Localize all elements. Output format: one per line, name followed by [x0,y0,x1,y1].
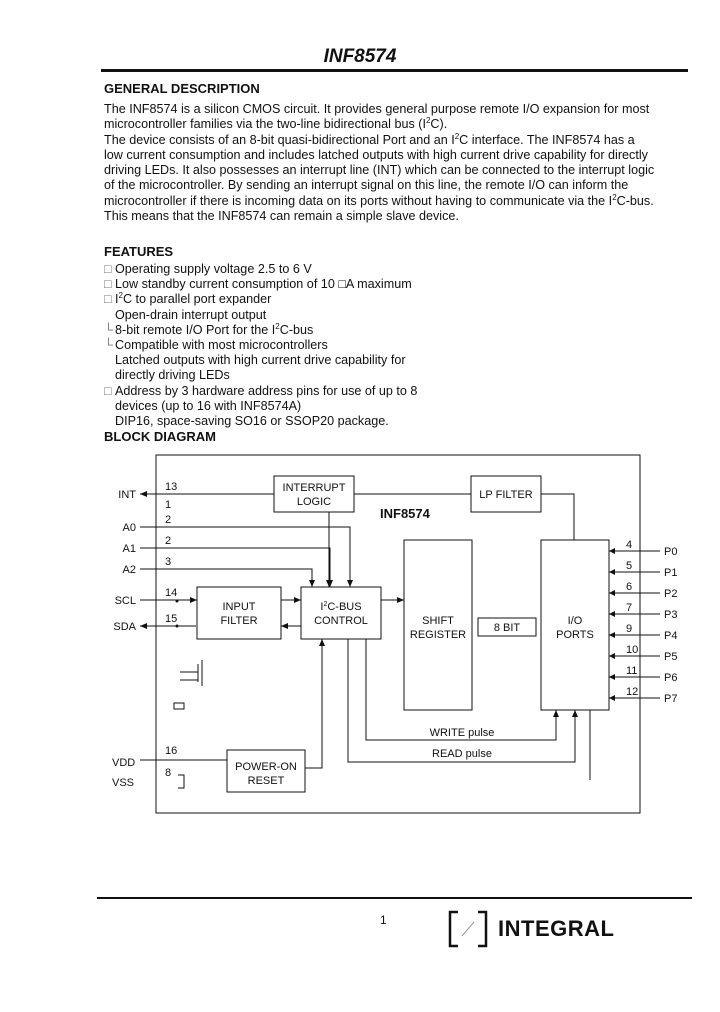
shift-register-label-2: REGISTER [410,629,466,641]
left-pin-name: A2 [123,564,136,576]
right-pin-number: 9 [626,623,632,635]
feature-item: □Address by 3 hardware address pins for … [104,383,418,398]
left-pin-number: 2 [165,514,171,526]
shift-register-block [403,539,473,711]
vss-label: VSS [112,777,134,789]
right-pin-name: P1 [664,567,677,579]
integral-logo-icon [448,910,488,948]
power-on-reset-block [226,749,306,793]
left-pin-name: INT [118,489,136,501]
read-pulse-label: READ pulse [432,748,492,760]
port-lines [609,550,660,699]
feature-item: DIP16, space-saving SO16 or SSOP20 packa… [115,414,389,429]
features-list: □Operating supply voltage 2.5 to 6 V □Lo… [104,262,417,429]
document-title: INF8574 [323,46,397,67]
left-pin-name: SCL [115,595,136,607]
right-pin-number: 7 [626,602,632,614]
left-pin-name: SDA [113,621,136,633]
block-diagram-heading: BLOCK DIAGRAM [104,429,216,444]
right-pin-name: P6 [664,672,677,684]
vss-pin-number: 8 [165,767,171,779]
lp-filter-label: LP FILTER [479,489,532,501]
input-filter-label-1: INPUT [223,601,256,613]
chip-outline [155,454,641,814]
right-pin-name: P2 [664,588,677,600]
features-heading: FEATURES [104,244,174,259]
feature-item: └8-bit remote I/O Port for the I2C-bus [104,321,314,337]
power-on-reset-label-1: POWER-ON [235,761,297,773]
right-pin-name: P0 [664,546,677,558]
power-on-reset-label-2: RESET [248,775,285,787]
right-pin-name: P4 [664,630,677,642]
right-pin-name: P7 [664,693,677,705]
left-pin-number: 15 [165,613,177,625]
feature-item: Latched outputs with high current drive … [115,353,406,368]
i2c-control-label-1: I2C-BUS [320,601,361,613]
right-pin-number: 12 [626,686,638,698]
brand-name: INTEGRAL [498,916,615,941]
vdd-label: VDD [112,757,135,769]
header-rule [101,69,688,72]
page-number: 1 [380,913,387,927]
left-pin-name: A0 [123,522,136,534]
io-ports-label-2: PORTS [556,629,594,641]
right-pin-number: 10 [626,644,638,656]
left-pin-number: 13 [165,481,177,493]
io-ports-label-1: I/O [568,615,583,627]
i2c-bus-control-block [300,586,382,640]
feature-item: Open-drain interrupt output [115,307,267,322]
footer-rule [97,897,692,899]
right-pin-number: 11 [626,665,637,677]
shift-register-label-1: SHIFT [422,615,454,627]
interrupt-label-1: INTERRUPT [283,482,346,494]
chip-label: INF8574 [380,506,431,521]
feature-item-continued: devices (up to 16 with INF8574A) [115,398,302,413]
feature-item: □Low standby current consumption of 10 □… [104,277,412,292]
feature-item: └Compatible with most microcontrollers [104,338,328,353]
left-pin-number: 14 [165,587,177,599]
bus-width-label: 8 BIT [494,622,521,634]
block-diagram: INTERRUPT LOGIC LP FILTER INPUT FILTER I… [112,454,677,814]
input-filter-label-2: FILTER [220,615,257,627]
i2c-control-label-2: CONTROL [314,615,368,627]
input-filter-block [196,586,282,640]
right-pin-number: 6 [626,581,632,593]
right-pin-number: 5 [626,560,632,572]
feature-item: □Operating supply voltage 2.5 to 6 V [104,262,312,276]
general-description-heading: GENERAL DESCRIPTION [104,81,260,96]
interrupt-label-2: LOGIC [297,496,331,508]
right-pin-number: 4 [626,539,632,551]
feature-item: □I2C to parallel port expander [104,291,272,307]
vdd-pin-number: 16 [165,745,177,757]
feature-item-continued: directly driving LEDs [115,368,230,383]
general-description-text: The INF8574 is a silicon CMOS circuit. I… [104,102,655,224]
left-pin-number: 2 [165,535,171,547]
write-pulse-label: WRITE pulse [430,727,495,739]
left-pin-name: A1 [123,543,136,555]
right-pin-name: P3 [664,609,677,621]
left-pin-number: 1 [165,499,171,511]
left-pin-number: 3 [165,556,171,568]
right-pin-name: P5 [664,651,677,663]
